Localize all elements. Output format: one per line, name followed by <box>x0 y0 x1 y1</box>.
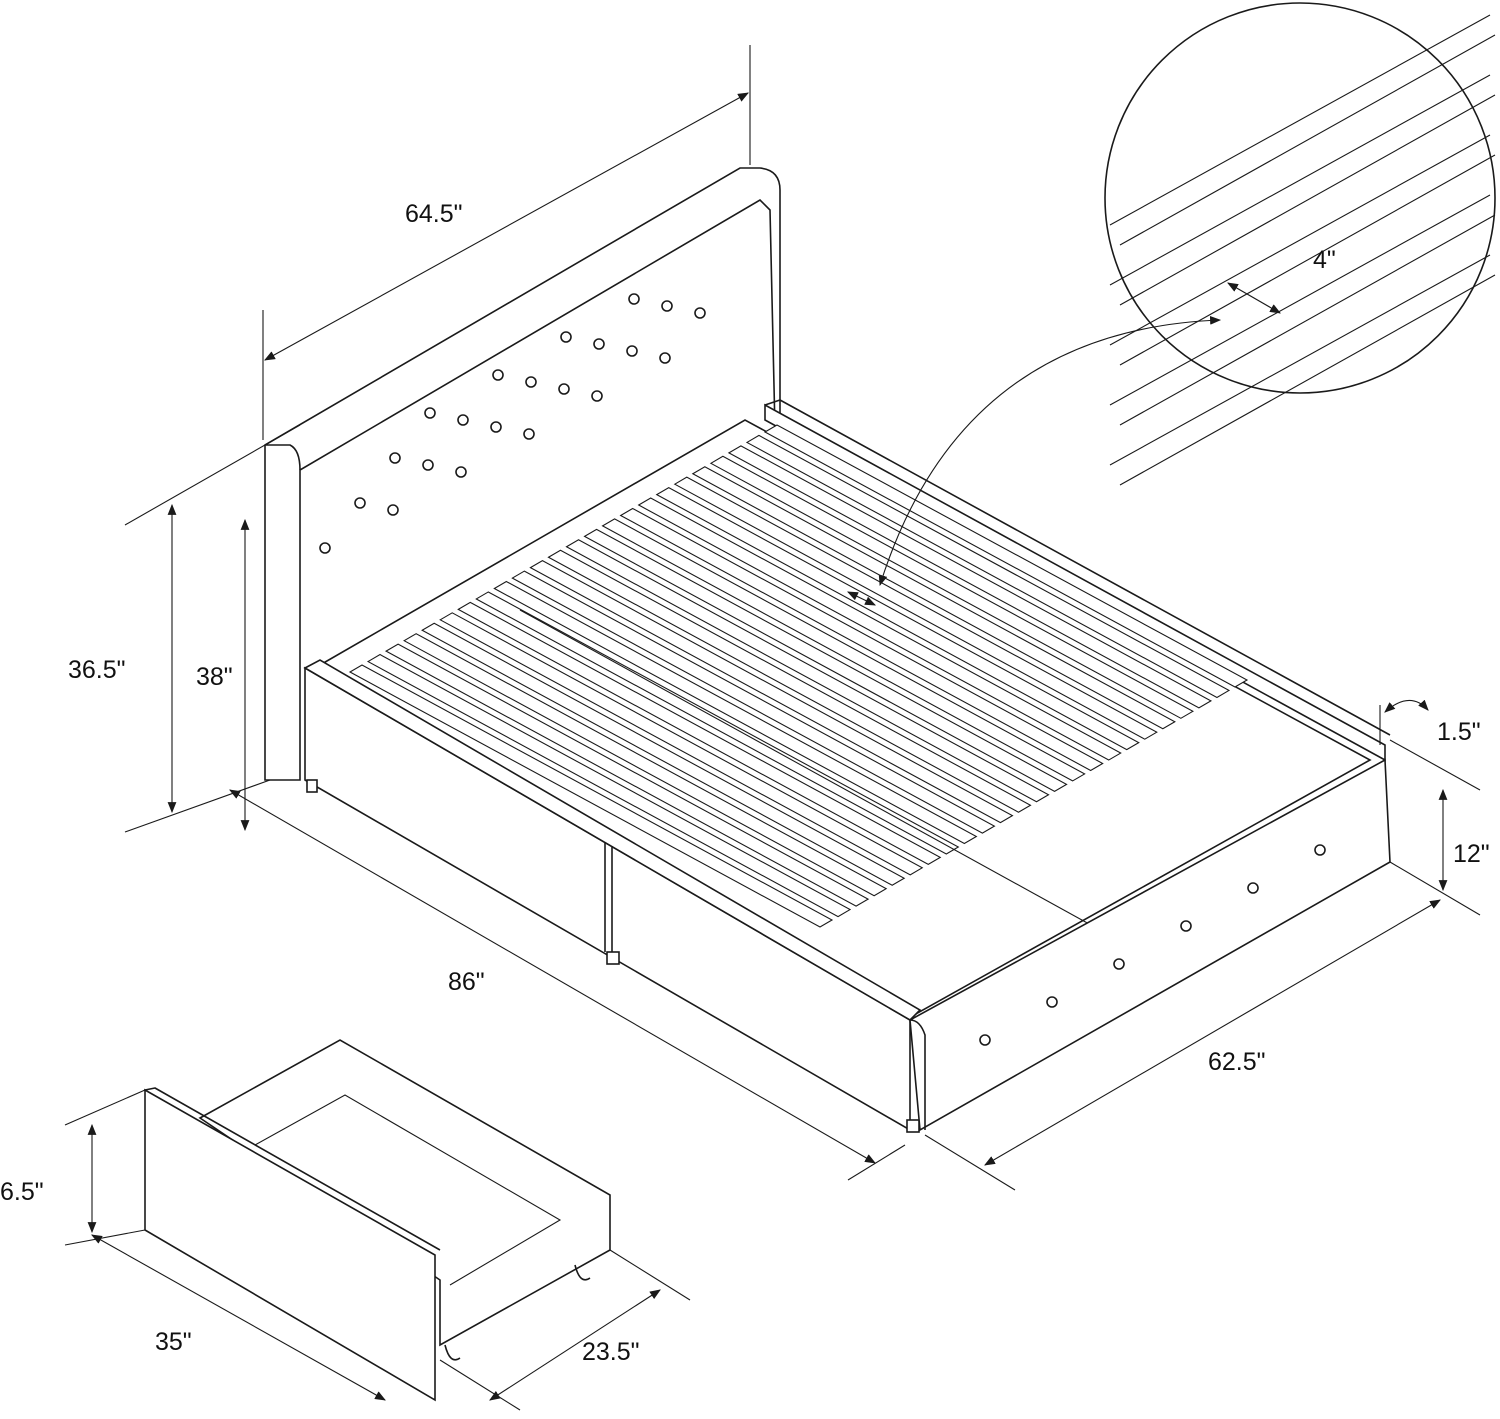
tuft-button <box>1314 844 1326 856</box>
tuft-button <box>694 307 706 319</box>
slat <box>709 455 1194 719</box>
slat <box>673 476 1158 740</box>
tuft-button <box>389 452 401 464</box>
tuft-button <box>455 466 467 478</box>
tuft-button <box>492 369 504 381</box>
tuft-button <box>457 414 469 426</box>
tuft-button <box>422 459 434 471</box>
drawer <box>144 1039 611 1402</box>
slat <box>601 518 1086 782</box>
tuft-button <box>490 421 502 433</box>
drawer-length-label: 35" <box>155 1328 192 1356</box>
tuft-button <box>319 542 331 554</box>
slat <box>547 549 1032 813</box>
slat <box>583 528 1068 792</box>
drawer-depth-label: 23.5" <box>582 1338 640 1366</box>
slat-spacing-label: 4" <box>1313 246 1336 274</box>
tuft-button <box>424 407 436 419</box>
tuft-button <box>591 390 603 402</box>
leg <box>906 1119 920 1133</box>
leg <box>306 779 318 793</box>
tuft-button <box>1180 920 1192 932</box>
slat <box>691 466 1176 730</box>
headboard-width-label: 64.5" <box>405 200 463 228</box>
slat-detail-callout <box>847 2 1496 606</box>
slat <box>475 591 960 855</box>
tuft-button <box>1247 882 1259 894</box>
tuft-button <box>525 376 537 388</box>
slat <box>493 580 978 845</box>
bed-width-label: 62.5" <box>1208 1048 1266 1076</box>
dimension-lines <box>64 45 1481 1411</box>
slat <box>529 560 1014 824</box>
drawer-height-label: 6.5" <box>0 1178 44 1206</box>
tuft-button <box>659 352 671 364</box>
slat <box>655 486 1140 751</box>
slat <box>637 497 1122 761</box>
leg <box>606 951 620 965</box>
slat <box>565 539 1050 803</box>
callout-arrow <box>878 315 1222 587</box>
tuft-button <box>387 504 399 516</box>
tuft-button <box>354 497 366 509</box>
tuft-button <box>523 428 535 440</box>
tuft-button <box>558 383 570 395</box>
tuft-button <box>661 300 673 312</box>
slat-thickness-label: 1.5" <box>1437 718 1481 746</box>
footboard-height-label: 12" <box>1453 840 1490 868</box>
tuft-button <box>628 293 640 305</box>
slat <box>619 507 1104 772</box>
headboard-height-label: 36.5" <box>68 656 126 684</box>
tuft-button <box>979 1034 991 1046</box>
tuft-button <box>593 338 605 350</box>
tuft-button <box>560 331 572 343</box>
bed-length-label: 86" <box>448 968 485 996</box>
center-support <box>519 609 1101 931</box>
tuft-button <box>626 345 638 357</box>
tuft-button <box>1113 958 1125 970</box>
headboard-inner-height-label: 38" <box>196 663 233 691</box>
tuft-button <box>1046 996 1058 1008</box>
slat <box>511 570 996 834</box>
